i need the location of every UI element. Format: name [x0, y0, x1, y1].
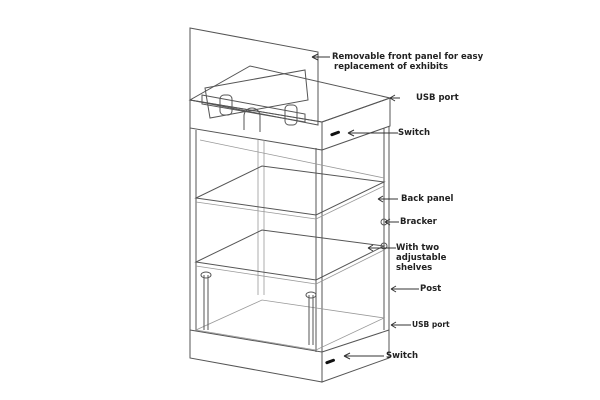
- label-front-panel-line1: Removable front panel for easy: [332, 52, 484, 62]
- cabinet-frame: [189, 126, 390, 352]
- switch-bottom-icon: [325, 358, 335, 365]
- shelf-lower: [194, 229, 386, 285]
- label-post: Post: [420, 284, 442, 294]
- cabinet-floor: [194, 299, 386, 351]
- label-usb-port-bottom: USB port: [412, 320, 450, 329]
- label-shelves: With two adjustable shelves: [396, 243, 446, 273]
- label-switch-top: Switch: [398, 128, 431, 138]
- label-shelves-line3: shelves: [396, 263, 433, 273]
- label-usb-port-top: USB port: [416, 93, 459, 103]
- posts: [200, 218, 388, 345]
- label-bracker: Bracker: [400, 217, 437, 227]
- label-switch-bottom: Switch: [386, 351, 419, 361]
- shelf-upper: [194, 165, 386, 220]
- callout-arrows: [311, 53, 419, 360]
- label-shelves-line2: adjustable: [396, 253, 447, 263]
- label-front-panel: Removable front panel for easy replaceme…: [332, 52, 483, 72]
- cabinet-base: [189, 329, 390, 383]
- top-header: [188, 65, 392, 151]
- label-back-panel: Back panel: [401, 194, 454, 204]
- front-panel: [189, 27, 319, 126]
- switch-top-icon: [330, 130, 340, 137]
- label-shelves-line1: With two: [396, 243, 440, 253]
- label-front-panel-line2: replacement of exhibits: [334, 62, 449, 72]
